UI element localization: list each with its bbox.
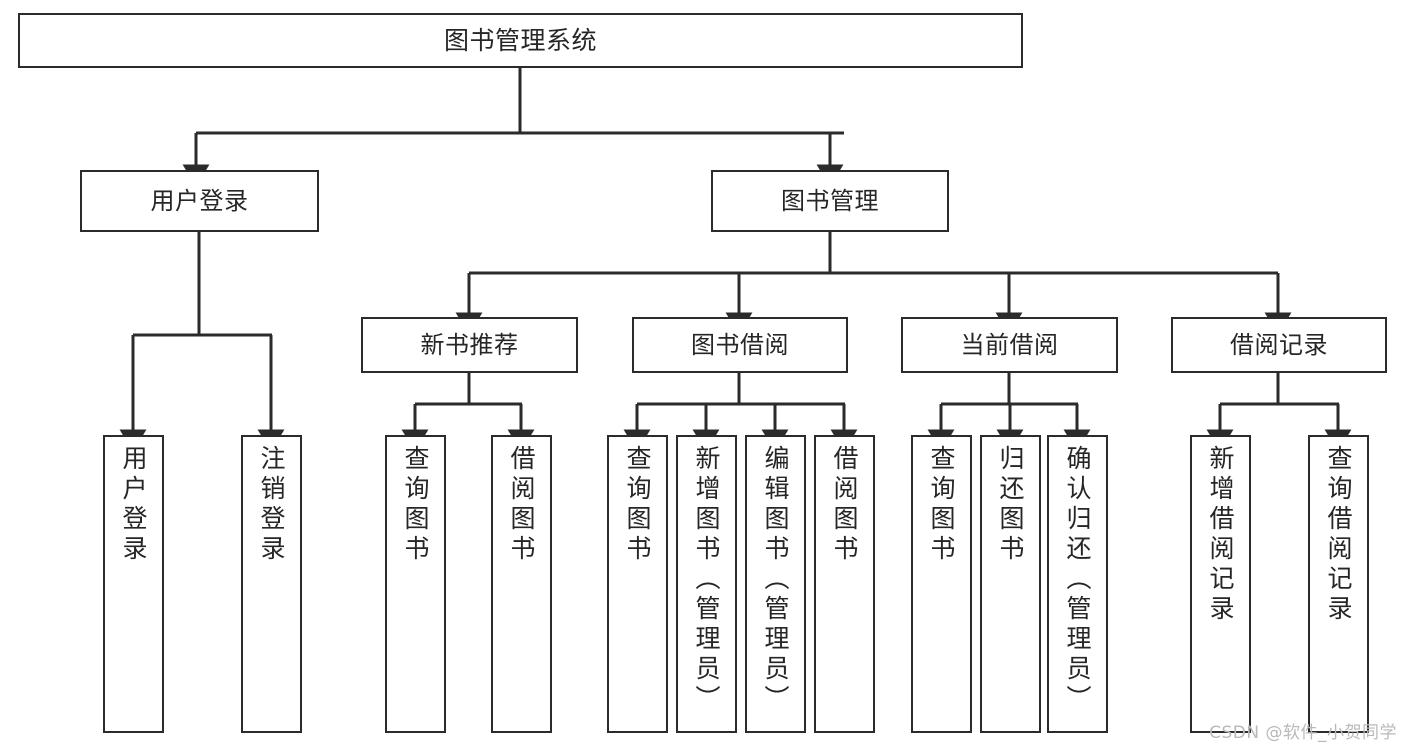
- node-label: 新书推荐: [420, 330, 519, 359]
- node-label: 图书管理: [781, 186, 879, 215]
- node-leaf-borrow-book-recommend[interactable]: 借阅图书: [491, 435, 552, 733]
- node-leaf-user-login[interactable]: 用户登录: [103, 435, 164, 733]
- node-label: 归还图书: [996, 445, 1025, 565]
- node-leaf-query-book-borrow[interactable]: 查询图书: [607, 435, 668, 733]
- node-current-borrow[interactable]: 当前借阅: [901, 317, 1118, 373]
- node-root-book-management-system[interactable]: 图书管理系统: [18, 13, 1023, 68]
- node-leaf-edit-book-admin[interactable]: 编辑图书（管理员）: [745, 435, 806, 733]
- node-label: 新增借阅记录: [1206, 445, 1235, 625]
- csdn-watermark: CSDN @软件_小贺同学: [1209, 723, 1397, 743]
- node-book-management[interactable]: 图书管理: [711, 170, 949, 232]
- node-leaf-confirm-return-admin[interactable]: 确认归还（管理员）: [1047, 435, 1108, 733]
- node-label: 查询图书: [401, 445, 430, 565]
- node-leaf-query-book-current[interactable]: 查询图书: [911, 435, 972, 733]
- node-leaf-borrow-book[interactable]: 借阅图书: [814, 435, 875, 733]
- node-label: 当前借阅: [960, 330, 1059, 359]
- node-label: 图书管理系统: [443, 25, 597, 55]
- node-label: 注销登录: [257, 445, 286, 565]
- node-label: 图书借阅: [691, 330, 789, 359]
- node-label: 查询图书: [927, 445, 956, 565]
- node-leaf-return-book[interactable]: 归还图书: [980, 435, 1041, 733]
- node-label: 借阅图书: [830, 445, 859, 565]
- node-label: 用户登录: [119, 445, 148, 565]
- node-leaf-add-book-admin[interactable]: 新增图书（管理员）: [676, 435, 737, 733]
- node-leaf-add-borrow-record[interactable]: 新增借阅记录: [1190, 435, 1251, 733]
- node-label: 借阅记录: [1230, 330, 1328, 359]
- node-label: 新增图书（管理员）: [692, 445, 721, 715]
- node-leaf-query-borrow-record[interactable]: 查询借阅记录: [1308, 435, 1369, 733]
- node-label: 查询图书: [623, 445, 652, 565]
- node-new-book-recommend[interactable]: 新书推荐: [361, 317, 578, 373]
- node-label: 确认归还（管理员）: [1063, 445, 1092, 715]
- node-label: 用户登录: [150, 186, 249, 215]
- node-label: 查询借阅记录: [1324, 445, 1353, 625]
- node-book-borrow[interactable]: 图书借阅: [632, 317, 848, 373]
- node-leaf-user-logout[interactable]: 注销登录: [241, 435, 302, 733]
- node-label: 编辑图书（管理员）: [761, 445, 790, 715]
- node-leaf-query-book-recommend[interactable]: 查询图书: [385, 435, 446, 733]
- node-user-login[interactable]: 用户登录: [80, 170, 319, 232]
- node-label: 借阅图书: [507, 445, 536, 565]
- node-borrow-record[interactable]: 借阅记录: [1171, 317, 1387, 373]
